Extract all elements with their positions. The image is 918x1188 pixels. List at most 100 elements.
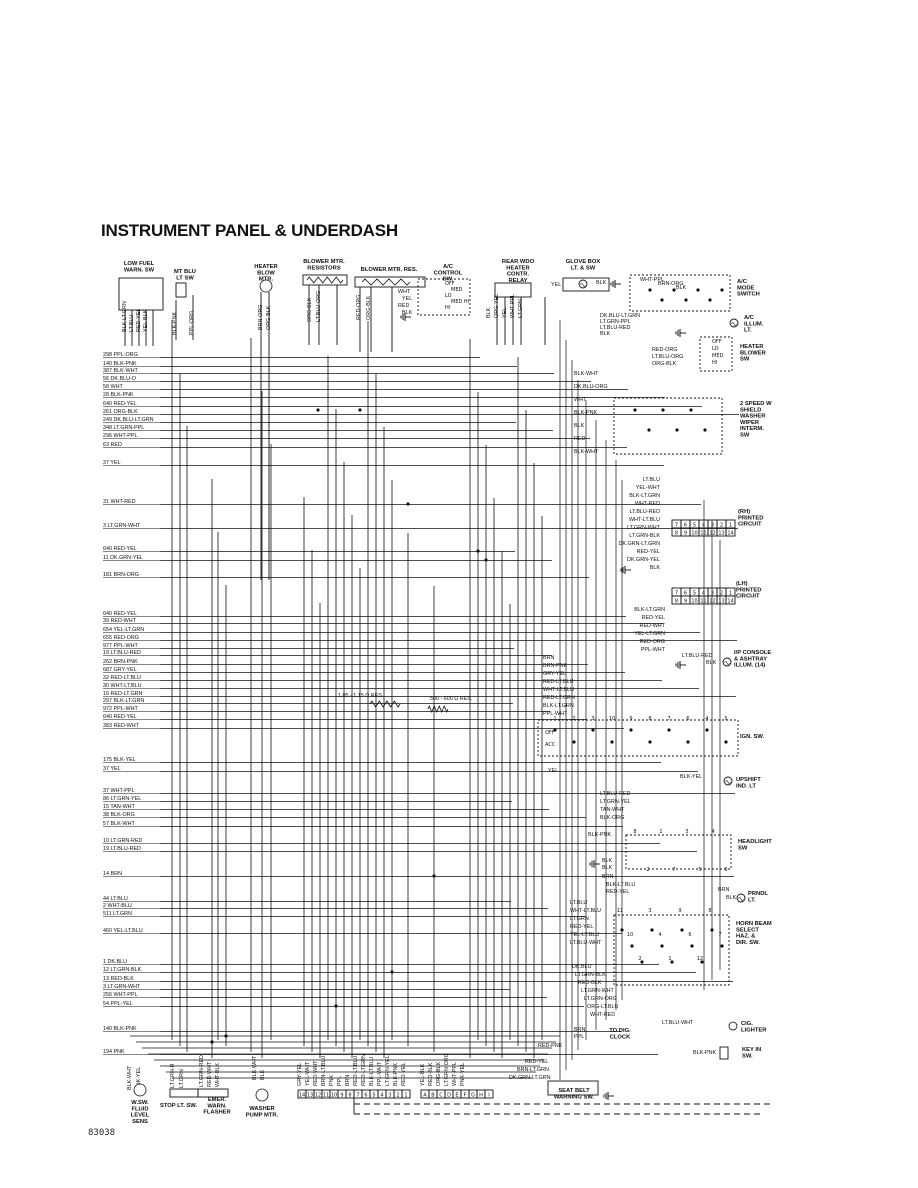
heater-blower-wire-label: RED-ORG (652, 347, 677, 353)
pc-lh-wire-label: BLK-LT.GRN (634, 607, 665, 613)
diagram-title: INSTRUMENT PANEL & UNDERDASH (101, 221, 398, 240)
connector-pin: G (471, 1093, 475, 1099)
circuit-label-37a: 37 YEL (103, 460, 121, 466)
res2-symbol (427, 704, 449, 714)
pc-lh-pin: 8 (675, 599, 678, 605)
circuit-label-655: 655 RED-ORG (103, 635, 139, 641)
ign-pin: 6 (686, 716, 689, 722)
low-fuel-wire-label: LT.BLU (129, 315, 135, 332)
lamp-filament (738, 897, 744, 901)
ac-mode-switch-box (629, 274, 731, 312)
horn-pin: 8 (708, 908, 711, 914)
circuit-label-38: 38 BLK-ORG (103, 812, 135, 818)
heater-blower-motor-label: BLOW (257, 270, 275, 276)
circuit-label-15: 15 TAN-WHT (103, 804, 136, 810)
ac-control-ground (400, 313, 411, 321)
headlight-switch-label: HEADLIGHT (738, 839, 772, 845)
pc-lh-pin: 13 (718, 599, 724, 605)
ac-mode-contact (720, 288, 724, 292)
ign-contact (591, 728, 595, 732)
ign-contact (686, 740, 690, 744)
pc-rh-pin: 5 (693, 523, 696, 529)
connector-pin: 5 (372, 1093, 375, 1099)
connector-pin: 12 (315, 1093, 321, 1099)
splice-dot (476, 549, 480, 553)
ac-control-switch-box (417, 278, 471, 316)
horn-wire-label: WHT-LT.BLU (570, 908, 601, 914)
ign-pin: 8 (648, 716, 651, 722)
headlight-pin: 7 (672, 867, 675, 873)
console-label: ILLUM. (14) (734, 663, 765, 669)
connector-wire-label: PPL (337, 1076, 343, 1086)
rear-wdo-wire-label: ORG-YEL (494, 294, 500, 318)
low-fuel-wire-label: YEL-BLK (143, 309, 149, 332)
heater-blower-switch-label: HEATER (740, 344, 764, 350)
lamp-bulb (578, 279, 588, 289)
pc-lh-pin-cell (725, 595, 736, 605)
pc-rh-ground (620, 566, 631, 574)
headlight-pin: 4 (711, 829, 714, 835)
pc-rh-pin: 4 (702, 523, 705, 529)
pc-rh-wire-label: WHT-RED (635, 501, 660, 507)
ac-illum-wire-label: LT.BLU-RED (600, 325, 631, 331)
horn-contact (660, 944, 664, 948)
headlight-pin: 3 (685, 829, 688, 835)
pc-lh-label: PRINTED (736, 587, 761, 593)
cig-lighter-label: CIG. (741, 1021, 753, 1027)
splice-dot (210, 1040, 214, 1044)
horn-pin: 1 (668, 956, 671, 962)
splice-dot (358, 408, 362, 412)
headlight-pin: 1 (659, 829, 662, 835)
connector-pin: 10 (331, 1093, 337, 1099)
horn-wire-label: LT.GRN-WHT (581, 988, 615, 994)
wiper-switch-label: WIPER (740, 420, 760, 426)
circuit-label-262: 262 BRN-PNK (103, 659, 138, 665)
circuit-label-14: 14 BRN (103, 871, 122, 877)
pc-rh-pin-cell (725, 527, 736, 537)
stop-wire-label: LT.GRN-R (170, 1063, 176, 1088)
ign-contact (629, 728, 633, 732)
ac-illum-ground (675, 329, 686, 337)
pc-rh-pin: 13 (718, 531, 724, 537)
lamp-filament (725, 780, 731, 784)
ign-position: ACC (545, 742, 556, 748)
heater-blower-wire-label: ORG-BLK (652, 361, 677, 367)
rear-wdo-wire-label: BLK (486, 307, 492, 318)
connector-wire-label: BLK-LT.BLU (369, 1057, 375, 1086)
circuit-label-37c: 37 WHT-PPL (103, 788, 134, 794)
connector-pin: B (431, 1093, 435, 1099)
wiper-switch-label: INTERM. (740, 426, 764, 432)
low-fuel-wire-label: RED-YEL (136, 309, 142, 332)
seat-belt-switch-label: WARNING SW. (554, 1094, 595, 1100)
stop-wire-label: LT.GRN (179, 1069, 185, 1088)
horn-switch-label: HAZ. & (736, 934, 755, 940)
circuit-label-39: 39 RED-WHT (103, 618, 137, 624)
wiper-wire-label: RED (574, 436, 585, 442)
ign-contact (553, 728, 557, 732)
washer-wire-label: BLK (260, 1069, 266, 1080)
console-wire-label: LT.BLU-RED (682, 653, 713, 659)
cig-wire-label: LT.BLU-WHT (662, 1020, 694, 1026)
pc-rh-wire-label: RED-YEL (637, 549, 660, 555)
connector-wire-label: RED-LT.GRN (361, 1054, 367, 1086)
wiper-contact (647, 428, 651, 432)
ac-control-position: HI (445, 305, 450, 311)
key-wire-label: BLK-PNK (693, 1050, 716, 1056)
upshift-label: UPSHIFT (736, 777, 761, 783)
connector-pin: F (464, 1093, 467, 1099)
horn-switch-label: SELECT (736, 927, 759, 933)
headlight-pin: 5 (698, 867, 701, 873)
wsw-sensor-label: SENS (132, 1119, 148, 1125)
circuit-label-256: 256 WHT-PPL (103, 992, 137, 998)
flasher-label: FLASHER (203, 1110, 231, 1116)
pc-lh-wire-label: RED-ORG (640, 639, 665, 645)
circuit-label-387: 387 BLK-WHT (103, 368, 138, 374)
ign-contact (572, 740, 576, 744)
pc-rh-wire-label: LT.BLU-RED (630, 509, 661, 515)
mt-blu-switch-label: MT BLU (174, 269, 196, 275)
pc-lh-pin: 12 (709, 599, 715, 605)
mt-blu-wire-label: PPL-ORG (189, 311, 195, 335)
splice-dot (406, 502, 410, 506)
circuit-label-86: 86 LT.GRN-YEL (103, 796, 141, 802)
seat-belt-switch-label: SEAT BELT (558, 1088, 590, 1094)
